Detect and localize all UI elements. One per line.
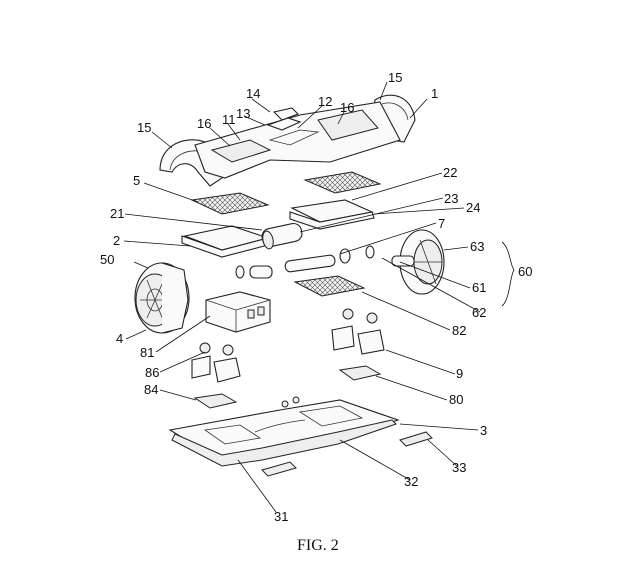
leader-lines bbox=[123, 81, 481, 513]
label-4: 4 bbox=[116, 331, 123, 346]
label-32: 32 bbox=[404, 474, 418, 489]
wheel-left bbox=[134, 262, 190, 334]
part-labels: 1 15 14 12 16 13 15 16 11 5 22 21 23 24 … bbox=[100, 70, 532, 524]
label-23: 23 bbox=[444, 191, 458, 206]
battery-pack bbox=[205, 291, 271, 333]
label-9: 9 bbox=[456, 366, 463, 381]
plate-84 bbox=[193, 393, 238, 409]
label-5: 5 bbox=[133, 173, 140, 188]
label-1: 1 bbox=[431, 86, 438, 101]
wheel-right bbox=[391, 229, 445, 295]
control-board bbox=[293, 275, 366, 297]
label-22: 22 bbox=[443, 165, 457, 180]
label-16-left: 16 bbox=[197, 116, 211, 131]
label-61: 61 bbox=[472, 280, 486, 295]
label-84: 84 bbox=[144, 382, 158, 397]
label-50: 50 bbox=[100, 252, 114, 267]
light-cover-33b bbox=[399, 431, 433, 447]
frame bbox=[181, 199, 375, 258]
label-2: 2 bbox=[113, 233, 120, 248]
label-15-left: 15 bbox=[137, 120, 151, 135]
bottom-cover bbox=[168, 399, 400, 467]
fasteners bbox=[281, 396, 300, 408]
label-7: 7 bbox=[438, 216, 445, 231]
label-86: 86 bbox=[145, 365, 159, 380]
label-12: 12 bbox=[318, 94, 332, 109]
label-62: 62 bbox=[472, 305, 486, 320]
label-33: 33 bbox=[452, 460, 466, 475]
light-cover-33a bbox=[261, 461, 297, 477]
foot-pad-left bbox=[190, 192, 270, 215]
label-3: 3 bbox=[480, 423, 487, 438]
label-13: 13 bbox=[236, 106, 250, 121]
label-80: 80 bbox=[449, 392, 463, 407]
label-15-right: 15 bbox=[388, 70, 402, 85]
figure-caption: FIG. 2 bbox=[297, 537, 339, 554]
label-60: 60 bbox=[518, 264, 532, 279]
label-11: 11 bbox=[222, 112, 236, 127]
plate-80 bbox=[338, 365, 382, 381]
label-14: 14 bbox=[246, 86, 260, 101]
bracket-left bbox=[191, 355, 241, 383]
bracket-right bbox=[331, 325, 385, 355]
label-63: 63 bbox=[470, 239, 484, 254]
label-16-right: 16 bbox=[340, 100, 354, 115]
label-21: 21 bbox=[110, 206, 124, 221]
axle-assembly bbox=[235, 245, 375, 279]
foot-pad-right bbox=[303, 171, 382, 194]
top-cover bbox=[159, 94, 416, 187]
label-31: 31 bbox=[274, 509, 288, 524]
label-82: 82 bbox=[452, 323, 466, 338]
label-81: 81 bbox=[140, 345, 154, 360]
label-24: 24 bbox=[466, 200, 480, 215]
gyro-sensors bbox=[199, 308, 378, 356]
